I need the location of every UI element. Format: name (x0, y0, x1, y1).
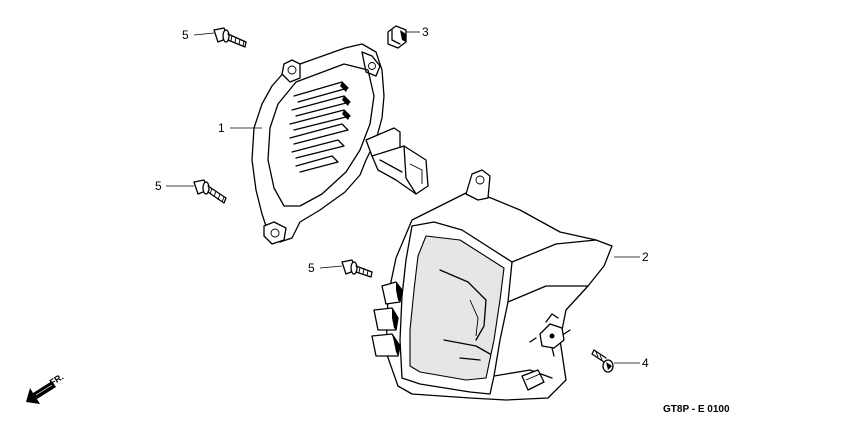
engine-cover (371, 169, 613, 401)
front-direction-arrow: FR. (26, 372, 65, 404)
front-direction-label: FR. (48, 372, 66, 388)
callout-cover: 2 (642, 250, 649, 264)
cover-mount-boss (529, 313, 571, 357)
callout-bolt-top: 5 (182, 28, 189, 42)
callout-screw: 4 (642, 356, 649, 370)
flange-bolt-left (193, 179, 227, 204)
flange-bolt-mid (341, 259, 373, 278)
clip-nut (387, 25, 407, 49)
tapping-screw (591, 349, 614, 373)
shroud-fins (289, 81, 351, 173)
flange-bolt-top (213, 27, 247, 48)
cover-tabs (371, 281, 403, 357)
callout-bolt-left: 5 (155, 179, 162, 193)
callout-shroud: 1 (218, 121, 225, 135)
callout-clip: 3 (422, 25, 429, 39)
fan-shroud (251, 43, 429, 245)
callout-bolt-mid: 5 (308, 261, 315, 275)
diagram-code: GT8P - E 0100 (663, 404, 730, 415)
